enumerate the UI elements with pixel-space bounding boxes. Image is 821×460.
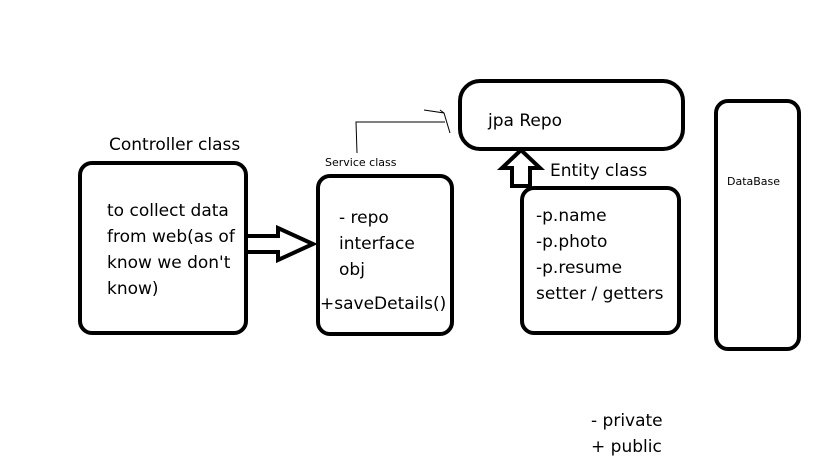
- service-class-box: [316, 174, 454, 336]
- jpa-repo-box: [458, 79, 685, 151]
- service-to-repo-line: [355, 109, 451, 154]
- entity-line: setter / getters: [536, 284, 664, 304]
- jpa-repo-label: jpa Repo: [488, 111, 563, 131]
- service-field: - repo: [339, 208, 389, 228]
- legend-public: + public: [591, 437, 662, 457]
- controller-line: to collect data: [107, 201, 229, 221]
- entity-line: -p.name: [536, 206, 607, 226]
- entity-line: -p.resume: [536, 258, 623, 278]
- entity-class-body: -p.name -p.photo -p.resume setter / gett…: [536, 203, 664, 307]
- service-field: obj: [339, 260, 365, 280]
- service-method: +saveDetails(): [320, 294, 447, 314]
- service-field: interface: [339, 234, 415, 254]
- entity-to-repo-arrow: [496, 147, 546, 188]
- controller-to-service-arrow: [244, 224, 318, 264]
- controller-class-title: Controller class: [109, 135, 241, 155]
- service-class-fields: - repo interface obj: [339, 205, 415, 283]
- controller-line: know we don't: [107, 253, 231, 273]
- database-box: [714, 99, 801, 351]
- controller-line: from web(as of: [107, 227, 235, 247]
- controller-class-body: to collect data from web(as of know we d…: [107, 198, 235, 302]
- database-label: DataBase: [727, 175, 781, 188]
- visibility-legend: - private + public: [591, 408, 663, 460]
- entity-line: -p.photo: [536, 232, 608, 252]
- controller-line: know): [107, 279, 159, 299]
- entity-class-box: [520, 186, 681, 335]
- controller-class-box: [78, 161, 248, 335]
- service-class-title: Service class: [325, 156, 397, 169]
- entity-class-title: Entity class: [550, 161, 648, 181]
- legend-private: - private: [591, 411, 663, 431]
